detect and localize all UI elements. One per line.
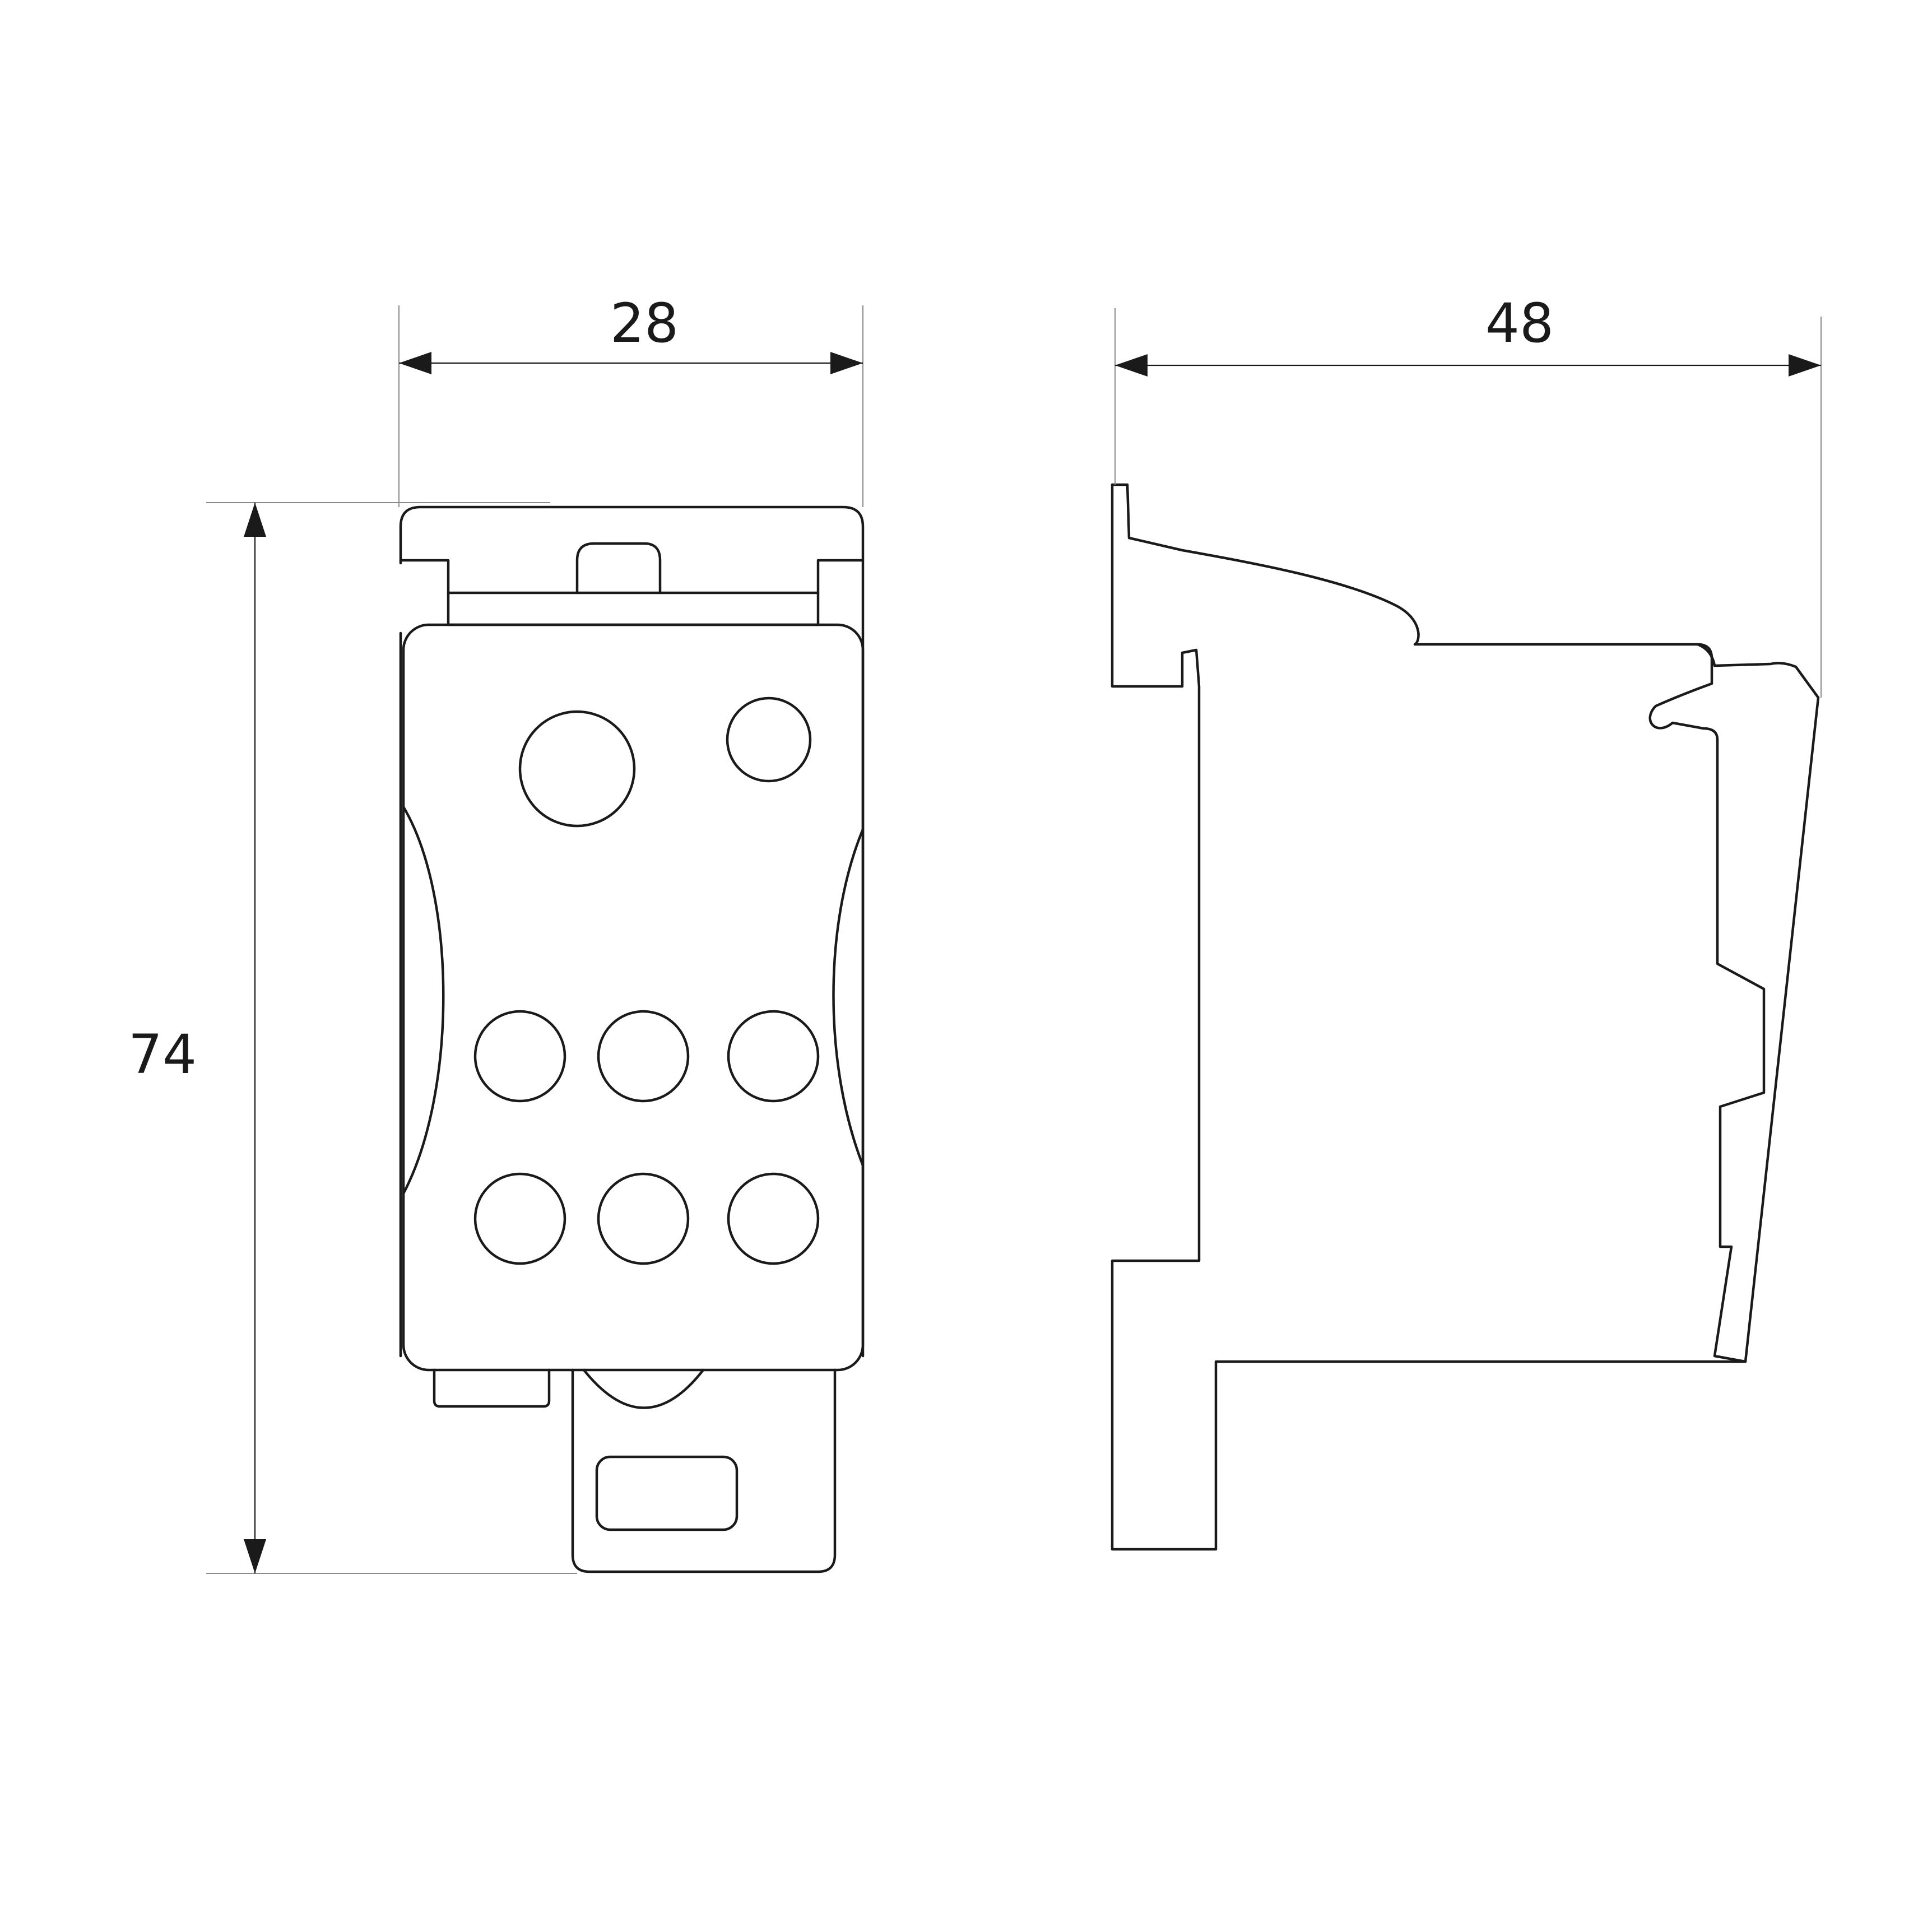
depth-arrow-left [1115,354,1148,377]
front-bottom-left-foot [433,1368,551,1408]
dimension-width: 28 [398,292,863,507]
dimension-depth: 48 [1114,292,1822,698]
terminal-hole-row2-2 [597,1172,690,1265]
dimension-height: 74 [128,502,577,1574]
front-top-cap [399,505,865,635]
depth-label: 48 [1485,292,1554,355]
terminal-hole-small [726,696,812,783]
front-bottom-slot [595,1455,739,1531]
side-body-left [1111,483,1747,1551]
terminal-hole-row2-1 [473,1172,566,1265]
terminal-hole-row1-1 [473,1010,566,1103]
depth-arrow-right [1789,354,1821,377]
height-label: 74 [128,1023,197,1086]
width-arrow-left [399,352,431,374]
terminal-hole-row1-3 [727,1010,820,1103]
front-bottom-clip [571,1368,837,1573]
terminal-hole-row1-2 [597,1010,690,1103]
front-right-grip [832,828,865,1167]
front-top-tab [575,542,662,595]
height-arrow-top [244,503,266,537]
height-arrow-bottom [244,1539,266,1573]
side-profile [1111,483,1820,1363]
front-view [399,505,865,1573]
front-top-right-lug [816,559,865,626]
front-bottom-bump [582,1368,705,1409]
front-left-grip [402,805,445,1195]
terminal-hole-large [518,710,636,828]
terminal-hole-row2-3 [727,1172,820,1265]
width-label: 28 [610,292,679,355]
side-view [1111,483,1820,1551]
width-arrow-right [830,352,863,374]
front-top-left-lug [399,559,450,626]
front-terminal-holes [473,696,820,1265]
